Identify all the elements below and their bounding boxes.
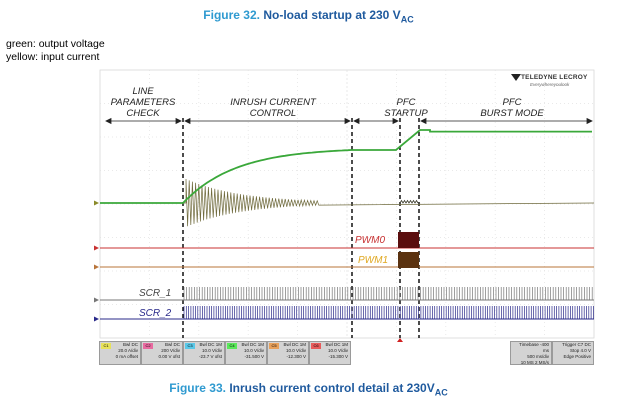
arrow-head [392, 117, 399, 125]
timebase-line-1: Timebase -400 ms [519, 342, 549, 353]
channel-marker [94, 245, 99, 251]
channel-value: -12.300 V [286, 354, 306, 359]
phase-line-1: PFC [396, 97, 416, 108]
figure-32-title: No-load startup at 230 V [263, 8, 401, 22]
channel-markers [94, 200, 99, 322]
output-voltage-trace [100, 129, 592, 204]
phase-arrows [105, 117, 593, 125]
figure-33-title: Inrush current control detail at 230V [229, 381, 435, 395]
phase-line-2: CONTROL [249, 108, 297, 119]
scr2-label: SCR_2 [139, 308, 172, 319]
figure-33-number: Figure 33. [169, 381, 226, 395]
channel-value: Bwl DC [122, 342, 138, 347]
channel-tag: C2 [143, 343, 153, 349]
channel-value: Bwl DC 1M [325, 342, 348, 347]
channel-value: Bwl DC 1M [283, 342, 306, 347]
phase-line-2: PARAMETERS [110, 97, 176, 108]
figure-33-subscript: AC [434, 387, 448, 398]
arrow-head [353, 117, 360, 125]
channel-value: 0 mA offset [115, 354, 138, 359]
phase-separators [182, 118, 420, 338]
arrow-head [105, 117, 112, 125]
pfc-startup-current [399, 199, 419, 204]
phase-line-2: BURST MODE [480, 108, 544, 119]
figure-32-subscript: AC [400, 14, 414, 25]
trigger-line-1: Trigger C7 DC [562, 342, 591, 347]
channel-value: -23.7 V ofst [198, 354, 222, 359]
teledyne-logo-tagline: Everywhereyoulook [530, 82, 570, 87]
channel-value: 200 V/div [161, 348, 180, 353]
channel-value: -31.500 V [244, 354, 264, 359]
trigger-marker [397, 338, 403, 342]
channel-marker [94, 297, 99, 303]
phase-label-inrush: INRUSH CURRENT CONTROL [218, 97, 328, 119]
channel-value: Bwl DC [164, 342, 180, 347]
phase-label-burst: PFC BURST MODE [464, 97, 560, 119]
figure-33-caption: Figure 33. Inrush current control detail… [0, 381, 617, 397]
phase-line-1: PFC [502, 97, 522, 108]
channel-tag: C3 [185, 343, 195, 349]
input-current-trace [100, 178, 595, 227]
scr1-label: SCR_1 [139, 288, 172, 299]
phase-line-1: LINE [132, 86, 154, 97]
figure-32-number: Figure 32. [203, 8, 260, 22]
channel-value: 10.0 V/div [201, 348, 222, 353]
figure-32-caption: Figure 32. No-load startup at 230 VAC [0, 8, 617, 24]
trigger-line-2: Stop 4.0 V [569, 348, 591, 353]
channel-value: 10.0 V/div [285, 348, 306, 353]
arrow-head [175, 117, 182, 125]
timebase-line-2: 500 ms/div [527, 354, 549, 359]
arrow-head [184, 117, 191, 125]
phase-label-line-check: LINE PARAMETERS CHECK [100, 86, 186, 119]
channel-marker [94, 316, 99, 322]
pwm1-burst [398, 252, 419, 268]
arrow-head [344, 117, 351, 125]
arrow-head [420, 117, 427, 125]
phase-line-2: STARTUP [384, 108, 428, 119]
trigger-line-3: Edge Positive [563, 354, 591, 359]
arrow-head [586, 117, 593, 125]
legend-green: green: output voltage [6, 38, 105, 50]
timebase-box: Timebase -400 ms 500 ms/div 10 MS 2 MS/s [510, 341, 552, 365]
channel-marker [94, 264, 99, 270]
phase-line-1: INRUSH CURRENT [230, 97, 316, 108]
teledyne-logo-icon [511, 74, 521, 81]
pwm0-label: PWM0 [355, 235, 385, 246]
channel-value: 20.0 A/div [118, 348, 138, 353]
pwm1-label: PWM1 [358, 255, 388, 266]
channel-value: 0.00 V ofst [158, 354, 180, 359]
channel-value: Bwl DC 1M [241, 342, 264, 347]
channel-value: -15.300 V [328, 354, 348, 359]
timebase-line-3: 10 MS 2 MS/s [520, 360, 549, 365]
channel-value: Bwl DC 1M [199, 342, 222, 347]
phase-line-3: CHECK [126, 108, 160, 119]
channel-tag: C1 [101, 343, 111, 349]
legend-yellow: yellow: input current [6, 51, 100, 63]
phase-label-pfc-startup: PFC STARTUP [374, 97, 438, 119]
teledyne-logo-text: TELEDYNE LECROY [521, 74, 588, 81]
channel-tag: C4 [227, 343, 237, 349]
scr1-pulses [183, 287, 593, 300]
pwm0-burst [398, 232, 419, 248]
timebase-trigger-bar: Timebase -400 ms 500 ms/div 10 MS 2 MS/s… [510, 341, 594, 365]
scr2-pulses [183, 306, 594, 319]
channel-tag: C6 [311, 343, 321, 349]
channel-value: 10.0 V/div [243, 348, 264, 353]
scope-grid [99, 69, 595, 339]
trigger-box: Trigger C7 DC Stop 4.0 V Edge Positive [552, 341, 594, 365]
channel-tag: C5 [269, 343, 279, 349]
channel-marker [94, 200, 99, 206]
traces [100, 129, 595, 320]
channel-value: 10.0 V/div [327, 348, 348, 353]
